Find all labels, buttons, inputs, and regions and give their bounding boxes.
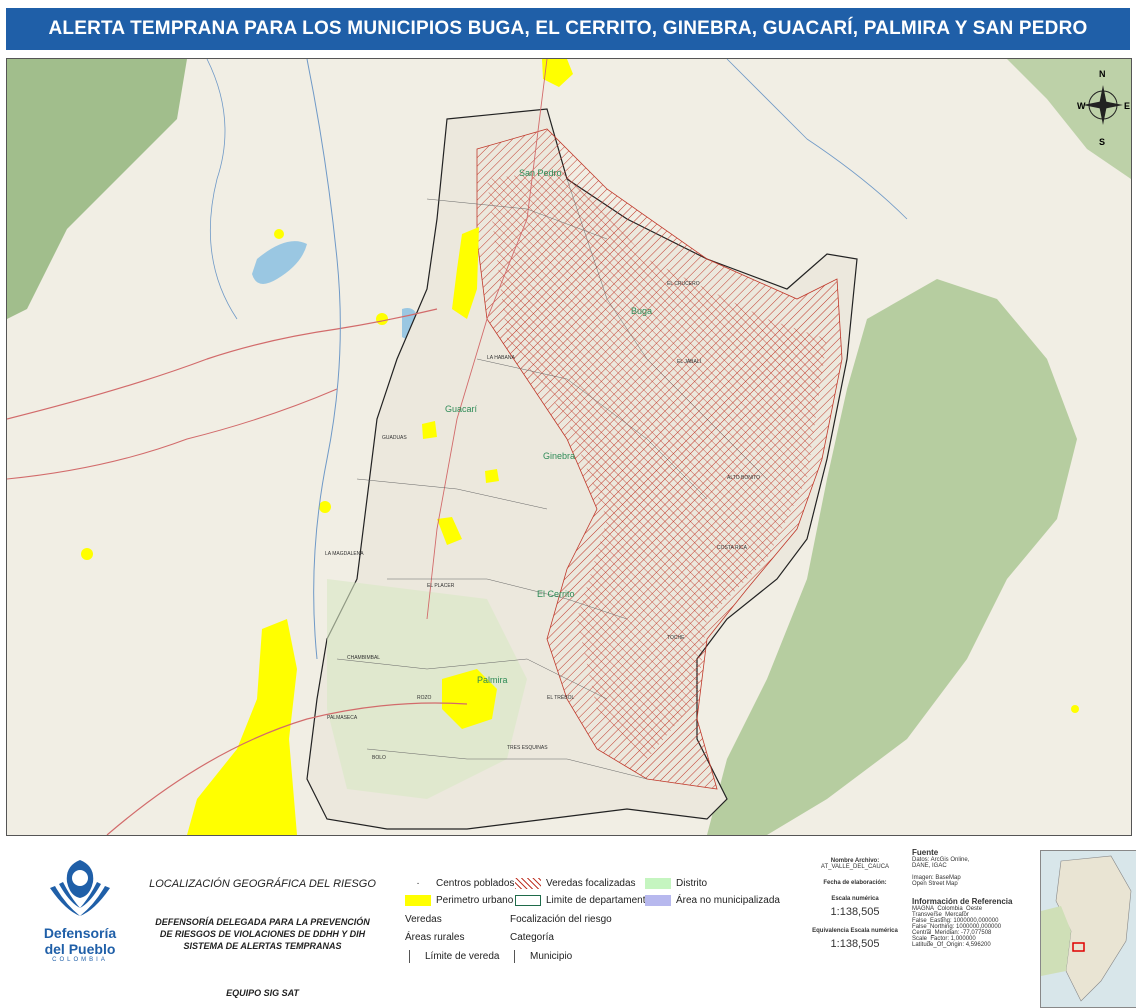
legend-item: Categoría <box>510 932 554 943</box>
dot-icon: · <box>416 878 420 889</box>
doc-heading: LOCALIZACIÓN GEOGRÁFICA DEL RIESGO <box>149 878 376 890</box>
blue-swatch-icon <box>645 895 671 906</box>
compass-w: W <box>1077 101 1086 111</box>
municipality-label: Palmira <box>477 675 508 685</box>
urban-elcerrito <box>437 517 462 545</box>
line-swatch-icon <box>409 950 410 963</box>
urban-sanpedro <box>542 59 573 87</box>
municipality-label: Buga <box>631 306 652 316</box>
map-metadata: Nombre Archivo: AT_VALLE_DEL_CAUCA Fecha… <box>800 848 910 950</box>
compass-e: E <box>1124 101 1130 111</box>
vereda-label: CHAMBIMBAL <box>347 655 380 661</box>
equivalent-scale-value: 1:138,505 <box>830 938 880 950</box>
doc-line: DE RIESGOS DE VIOLACIONES DE DDHH Y DIH <box>159 929 366 939</box>
vereda-label: EL PLACER <box>427 583 455 589</box>
hatch-swatch-icon <box>515 878 541 889</box>
legend-item: Áreas rurales <box>405 932 465 943</box>
compass-rose: N S W E <box>1077 69 1130 147</box>
logo-line1: Defensoría <box>43 925 117 941</box>
reference-info: Fuente Datos: ArcGis Online, DANE, IGAC … <box>912 848 1013 948</box>
vereda-label: TOCHE <box>667 635 685 641</box>
forest-area-northwest <box>7 59 187 319</box>
urban-cali <box>187 619 297 835</box>
vereda-label: TRES ESQUINAS <box>507 745 548 751</box>
vereda-label: LA MAGDALENA <box>325 551 364 557</box>
vereda-label: LA HABANA <box>487 355 515 361</box>
legend-item: · Centros poblados <box>405 878 514 889</box>
scale-value: 1:138,505 <box>830 906 880 918</box>
urban-ginebra <box>485 469 499 483</box>
vereda-label: ALTO BONITO <box>727 475 760 481</box>
reservoir <box>252 241 307 284</box>
location-marker-icon <box>1072 942 1085 952</box>
legend-item: Área no municipalizada <box>645 895 780 906</box>
municipality-label: Guacarí <box>445 404 478 414</box>
legend-item: Municipio <box>510 950 572 963</box>
urban-guacari <box>422 421 437 439</box>
logo: Defensoría del Pueblo COLOMBIA <box>30 858 130 998</box>
location-inset-map <box>1040 850 1136 1008</box>
urban-buga <box>452 227 479 319</box>
file-name: AT_VALLE_DEL_CAUCA <box>820 864 890 870</box>
vereda-label: EL TRÉBOL <box>547 694 574 701</box>
municipality-label: El Cerrito <box>537 589 575 599</box>
municipality-label: Ginebra <box>543 451 575 461</box>
legend-item: Límite de vereda <box>405 950 500 963</box>
vereda-label: PALMASECA <box>327 715 358 721</box>
defensoria-logo-icon <box>50 860 110 916</box>
doc-team: EQUIPO SIG SAT <box>226 988 299 998</box>
legend-item: Veredas <box>405 914 442 925</box>
municipality-label: San Pedro <box>519 168 562 178</box>
green-swatch-icon <box>645 878 671 889</box>
forest-area-east <box>707 279 1077 835</box>
legend-item: Perimetro urbano <box>405 895 513 906</box>
document-info: LOCALIZACIÓN GEOGRÁFICA DEL RIESGO DEFEN… <box>145 878 380 998</box>
map-title: ALERTA TEMPRANA PARA LOS MUNICIPIOS BUGA… <box>6 8 1130 50</box>
compass-n: N <box>1099 69 1106 79</box>
legend-panel: Defensoría del Pueblo COLOMBIA LOCALIZAC… <box>0 838 1136 1008</box>
urban-palmira <box>442 669 497 729</box>
logo-line2: del Pueblo <box>44 941 116 957</box>
map-canvas[interactable]: N S W E San Pedro Buga Guacarí Ginebra E… <box>6 58 1132 836</box>
vereda-label: EL CRUCERO <box>667 281 700 287</box>
vereda-label: EL JABALÍ <box>677 358 702 365</box>
logo-country: COLOMBIA <box>52 957 108 963</box>
legend-item: Veredas focalizadas <box>515 878 636 889</box>
legend-item: Limite de departamento <box>515 895 651 906</box>
yellow-swatch-icon <box>405 895 431 906</box>
vereda-label: ROZO <box>417 695 432 701</box>
compass-s: S <box>1099 137 1105 147</box>
vereda-label: BOLO <box>372 755 386 761</box>
doc-line: SISTEMA DE ALERTAS TEMPRANAS <box>183 941 342 951</box>
legend-item: Focalización del riesgo <box>510 914 612 925</box>
legend-item: Distrito <box>645 878 707 889</box>
vereda-label: GUADUAS <box>382 435 407 441</box>
line-swatch-icon <box>514 950 515 963</box>
rural-area-palmira <box>327 579 527 799</box>
outline-swatch-icon <box>515 895 541 906</box>
vereda-label: COSTA RICA <box>717 545 748 551</box>
doc-line: DEFENSORÍA DELEGADA PARA LA PREVENCIÓN <box>155 917 370 927</box>
